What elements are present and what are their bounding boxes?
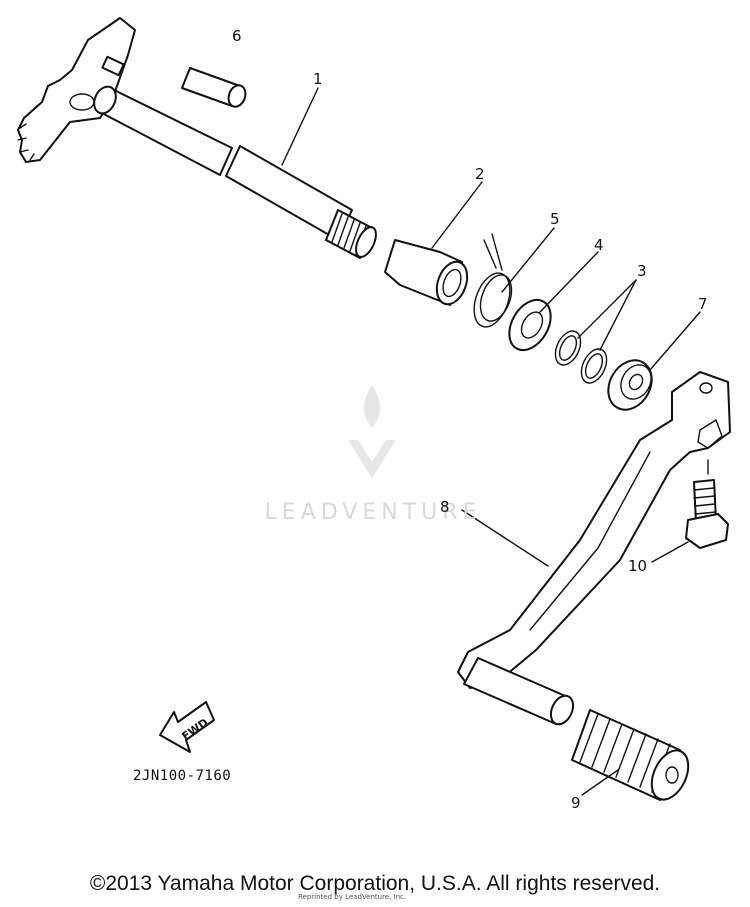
callout-4: 4 [594,236,604,254]
circlip-parts [554,330,608,384]
diagram-code: 2JN100-7160 [133,768,232,784]
callout-5: 5 [550,210,560,228]
pedal-shaft [463,657,575,726]
reprint-note: Reprinted by LeadVenture, Inc. [298,893,407,901]
pin-part [181,67,247,108]
callout-7: 7 [698,295,708,313]
callout-10: 10 [628,557,648,575]
pedal-rubber [571,709,690,801]
shift-shaft [93,85,377,259]
shift-arm-segment [17,17,136,163]
callout-6: 6 [232,27,242,45]
pinch-bolt [685,479,729,549]
shift-pedal [457,371,731,689]
seal-part [607,359,653,411]
callout-3: 3 [637,262,647,280]
callout-2: 2 [475,165,485,183]
callout-8: 8 [440,498,450,516]
callout-9: 9 [571,794,581,812]
leader-lines [281,87,709,796]
collar-part [384,239,469,306]
fwd-arrow-icon: FWD [159,701,215,753]
spring-part [473,233,513,328]
watermark-logo [348,385,396,478]
copyright-text: ©2013 Yamaha Motor Corporation, U.S.A. A… [89,872,661,895]
callout-1: 1 [313,70,323,88]
watermark-text: LEADVENTURE [264,500,482,525]
